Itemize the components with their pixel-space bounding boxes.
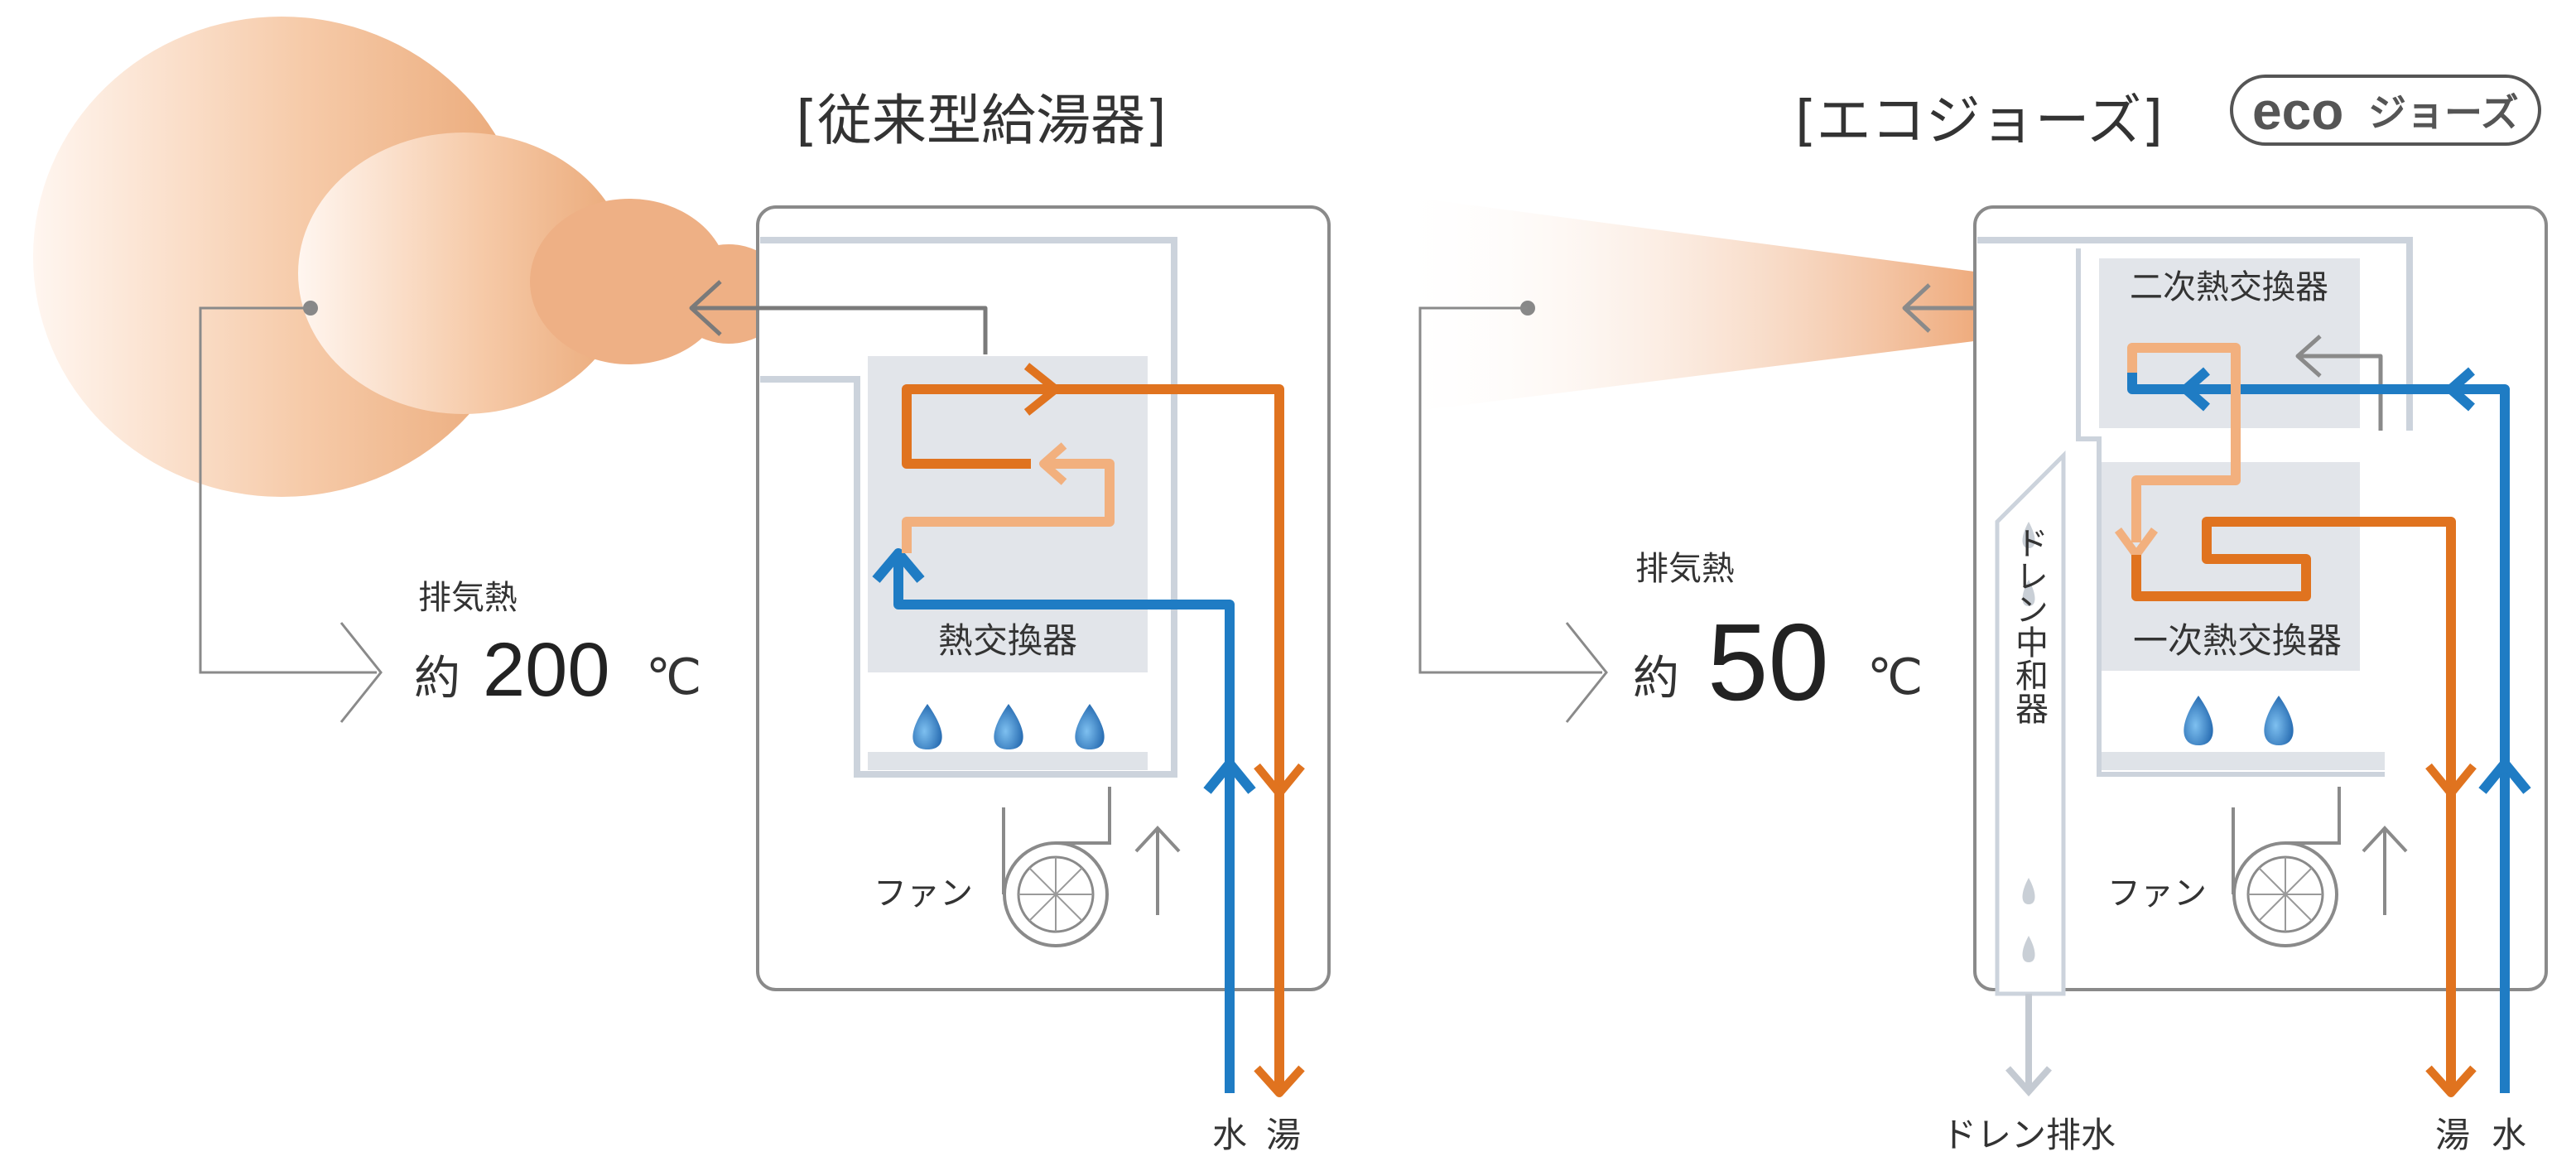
exhaust-duct xyxy=(760,237,1177,778)
fan-label: ファン xyxy=(874,874,973,913)
primary-heat-exchanger-label: 一次熱交換器 xyxy=(2133,620,2342,661)
exhaust-pointer xyxy=(199,301,383,723)
exhaust-plume xyxy=(1391,195,1987,414)
approx-label: 約 xyxy=(1633,652,1679,706)
drain-drop-icon xyxy=(2022,522,2035,962)
burner-flame-icon xyxy=(912,704,1105,749)
fan-icon xyxy=(2232,787,2341,947)
exhaust-heat-label: 排気熱 xyxy=(1635,550,1735,588)
burner-flame-icon xyxy=(2184,696,2294,745)
ecojozu-diagram: eco ジョーズ [エコジョーズ] 二次熱交換器 一次熱交換器 ドレン中和器 フ… xyxy=(1391,75,2548,1155)
drain-outlet-label: ドレン排水 xyxy=(1942,1115,2116,1155)
water-inlet-label: 水 xyxy=(1212,1115,1247,1155)
exhaust-arrow xyxy=(689,280,988,354)
exhaust-heat-label: 排気熱 xyxy=(418,579,518,617)
heat-exchanger-label: 熱交換器 xyxy=(938,620,1077,661)
temperature-unit: ℃ xyxy=(646,648,701,706)
svg-text:ジョーズ: ジョーズ xyxy=(2368,90,2519,135)
exhaust-pointer xyxy=(1418,301,1608,723)
svg-text:eco: eco xyxy=(2252,81,2343,141)
fan-label: ファン xyxy=(2107,874,2207,913)
hot-water-outlet-label: 湯 xyxy=(1266,1115,1301,1155)
cold-water-pipe xyxy=(872,548,1256,1093)
exhaust-temperature-value: 50 xyxy=(1707,601,1829,723)
hot-water-pipe xyxy=(2114,343,2477,1097)
water-inlet-label: 水 xyxy=(2492,1115,2526,1155)
exhaust-temperature-value: 200 xyxy=(483,628,610,712)
airflow-arrow xyxy=(2362,826,2408,915)
ecojozu-title: [エコジョーズ] xyxy=(1795,89,2163,152)
hot-water-pipe xyxy=(902,363,1305,1097)
approx-label: 約 xyxy=(414,652,460,706)
exhaust-cloud xyxy=(33,17,787,497)
heat-exchanger-panel xyxy=(868,356,1148,672)
exhaust-arrow xyxy=(1902,283,2383,431)
secondary-heat-exchanger-label: 二次熱交換器 xyxy=(2130,268,2328,306)
hot-water-outlet-label: 湯 xyxy=(2435,1115,2470,1155)
airflow-arrow xyxy=(1134,826,1181,915)
drain-arrow xyxy=(2005,994,2052,1097)
burner-plate xyxy=(868,752,1148,770)
inner-duct xyxy=(2076,248,2385,777)
ecojozu-logo: eco ジョーズ xyxy=(2230,75,2541,146)
fan-icon xyxy=(1002,787,1111,947)
exhaust-duct xyxy=(1977,237,2413,431)
cold-water-pipe xyxy=(2127,367,2531,1093)
drain-neutralizer-column xyxy=(1995,450,2066,996)
primary-heat-exchanger-panel xyxy=(2099,462,2360,671)
temperature-unit: ℃ xyxy=(1867,648,1923,706)
conventional-diagram: [従来型給湯器] 熱交換器 ファン 排気熱 約 200 ℃ 水 湯 xyxy=(33,17,1331,1155)
drain-neutralizer-label: ドレン中和器 xyxy=(2010,526,2048,725)
burner-plate xyxy=(2099,752,2385,770)
conventional-title: [従来型給湯器] xyxy=(796,89,1167,152)
